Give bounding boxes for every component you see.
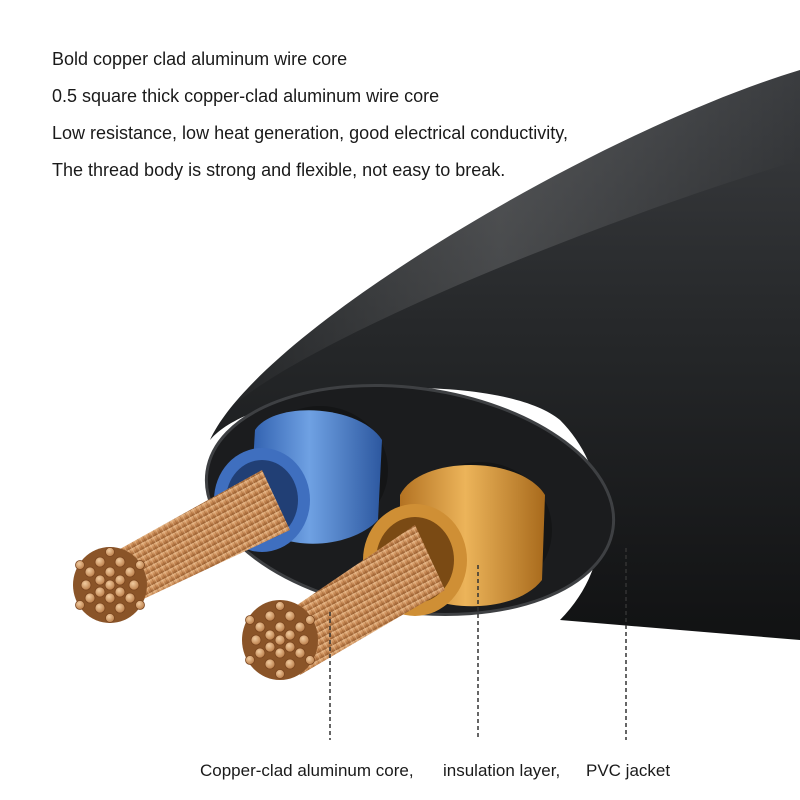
- strand-end-cluster: [75, 547, 145, 623]
- callout-leader-lines: [329, 548, 627, 740]
- feature-line: The thread body is strong and flexible, …: [52, 160, 506, 180]
- blue-insulated-conductor: [73, 406, 388, 623]
- feature-line: Low resistance, low heat generation, goo…: [52, 123, 568, 143]
- strand-end-cluster: [245, 601, 315, 679]
- feature-line: 0.5 square thick copper-clad aluminum wi…: [52, 86, 440, 106]
- core-callout-label: Copper-clad aluminum core,: [200, 761, 414, 780]
- orange-insulated-conductor: [242, 462, 552, 680]
- jacket-callout-label: PVC jacket: [586, 761, 671, 780]
- feature-line: Bold copper clad aluminum wire core: [52, 49, 348, 69]
- feature-list: Bold copper clad aluminum wire core 0.5 …: [52, 44, 568, 192]
- insulation-callout-label: insulation layer,: [443, 761, 561, 780]
